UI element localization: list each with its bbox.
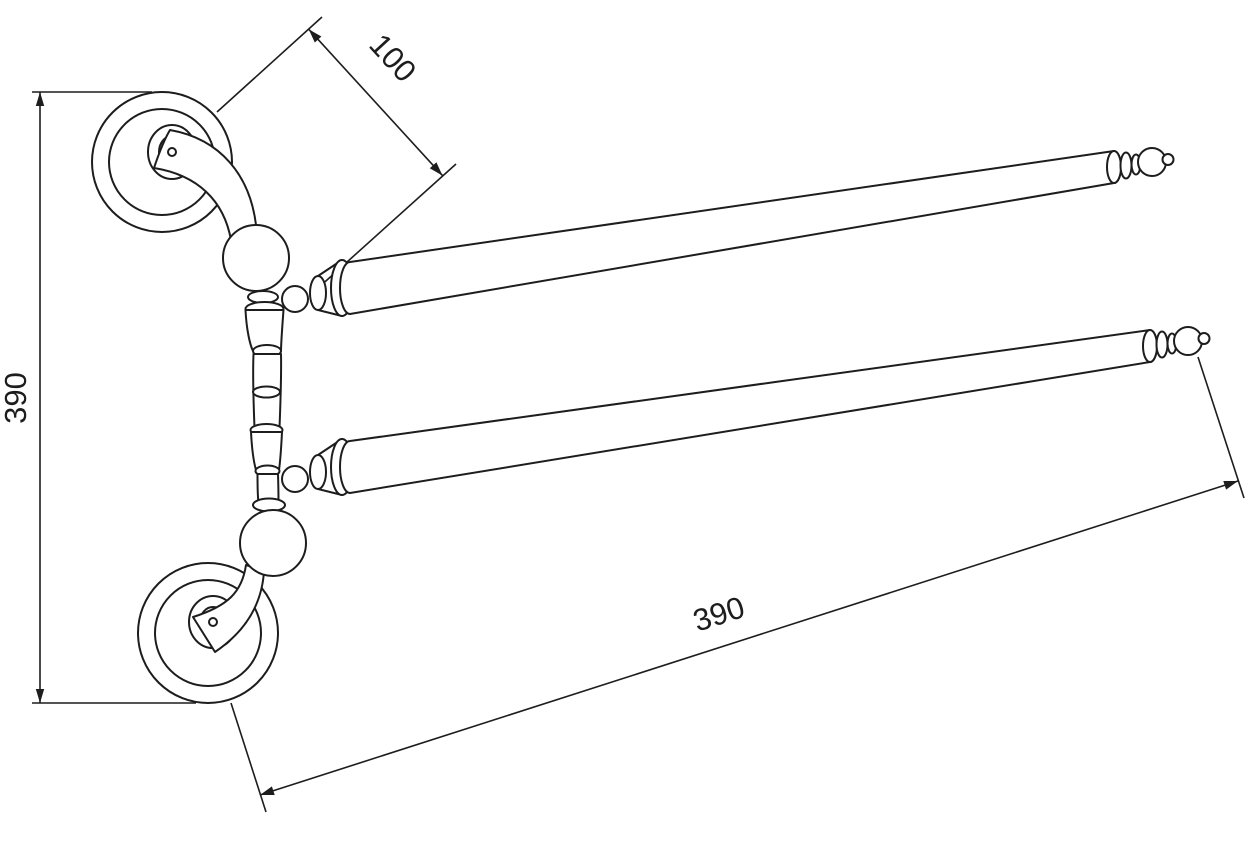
hub-screw-top <box>167 147 177 157</box>
towel-rack <box>91 91 1211 704</box>
bar-length-label: 390 <box>689 589 749 638</box>
extension-line-post <box>230 702 267 813</box>
end-ring <box>1155 330 1169 359</box>
bar-cylinder <box>339 329 1158 494</box>
arrowhead-lower <box>429 162 443 176</box>
dimension-line-bar-length <box>259 480 1239 796</box>
end-ring <box>1119 151 1133 180</box>
dimension-overall-height: 390 <box>0 91 196 704</box>
bar-collar <box>309 454 327 490</box>
swivel-post <box>222 224 307 577</box>
finial-ball <box>1173 326 1203 356</box>
towel-bar-bottom <box>309 326 1211 496</box>
arrowhead-up <box>35 92 45 106</box>
arrowhead-down <box>35 689 45 703</box>
extension-line-bar-tip <box>1197 356 1245 499</box>
hub-screw-bottom <box>208 617 218 627</box>
finial-tip <box>1197 332 1211 345</box>
bar-collar <box>309 275 327 311</box>
arrowhead-left <box>260 786 275 795</box>
swan-neck-arm-bottom <box>192 564 265 653</box>
finial-tip <box>1161 153 1175 166</box>
post-ring <box>252 385 281 399</box>
arrowhead-right <box>1223 481 1238 490</box>
finial-ball <box>1137 147 1167 177</box>
bar-end-cap <box>1106 150 1122 184</box>
bar-end-cap <box>1142 329 1158 363</box>
arrowhead-upper <box>308 29 322 43</box>
post-ball-top <box>222 224 290 292</box>
post-ball-bottom <box>239 509 307 577</box>
pivot-knuckle-bottom <box>281 465 309 493</box>
arm-offset-label: 100 <box>362 27 423 89</box>
swan-neck-arm-top <box>153 129 257 241</box>
pivot-sleeve-lower <box>250 431 283 471</box>
overall-height-label: 390 <box>0 372 33 424</box>
pivot-knuckle-top <box>281 285 309 313</box>
extension-line-mount <box>216 16 323 113</box>
dimension-line-diagonal <box>308 28 444 177</box>
bar-cylinder <box>339 150 1122 315</box>
towel-bar-top <box>309 147 1175 317</box>
